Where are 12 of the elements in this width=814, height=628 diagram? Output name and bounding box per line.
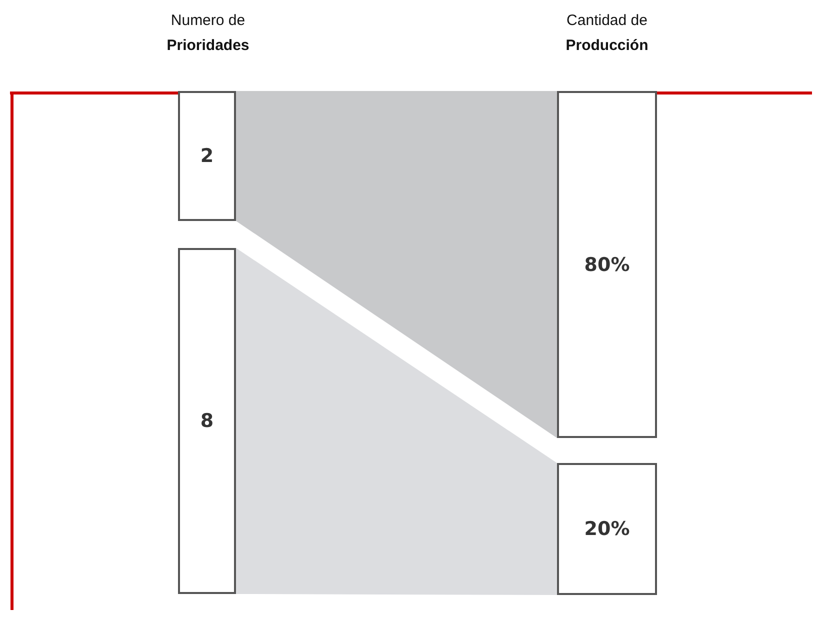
column-heading: Numero de Prioridades bbox=[166, 11, 250, 56]
value-text: 8 bbox=[200, 410, 214, 432]
value-box bbox=[557, 463, 657, 595]
value-text: 2 bbox=[200, 145, 214, 167]
value-box bbox=[557, 91, 657, 438]
value-box bbox=[178, 91, 236, 221]
value-text: 80% bbox=[584, 254, 630, 276]
column-heading: Cantidad de Producción bbox=[564, 11, 650, 56]
value-text: 20% bbox=[584, 518, 630, 540]
flow-band bbox=[236, 248, 557, 595]
flow-band bbox=[236, 91, 557, 438]
value-box bbox=[178, 248, 236, 594]
